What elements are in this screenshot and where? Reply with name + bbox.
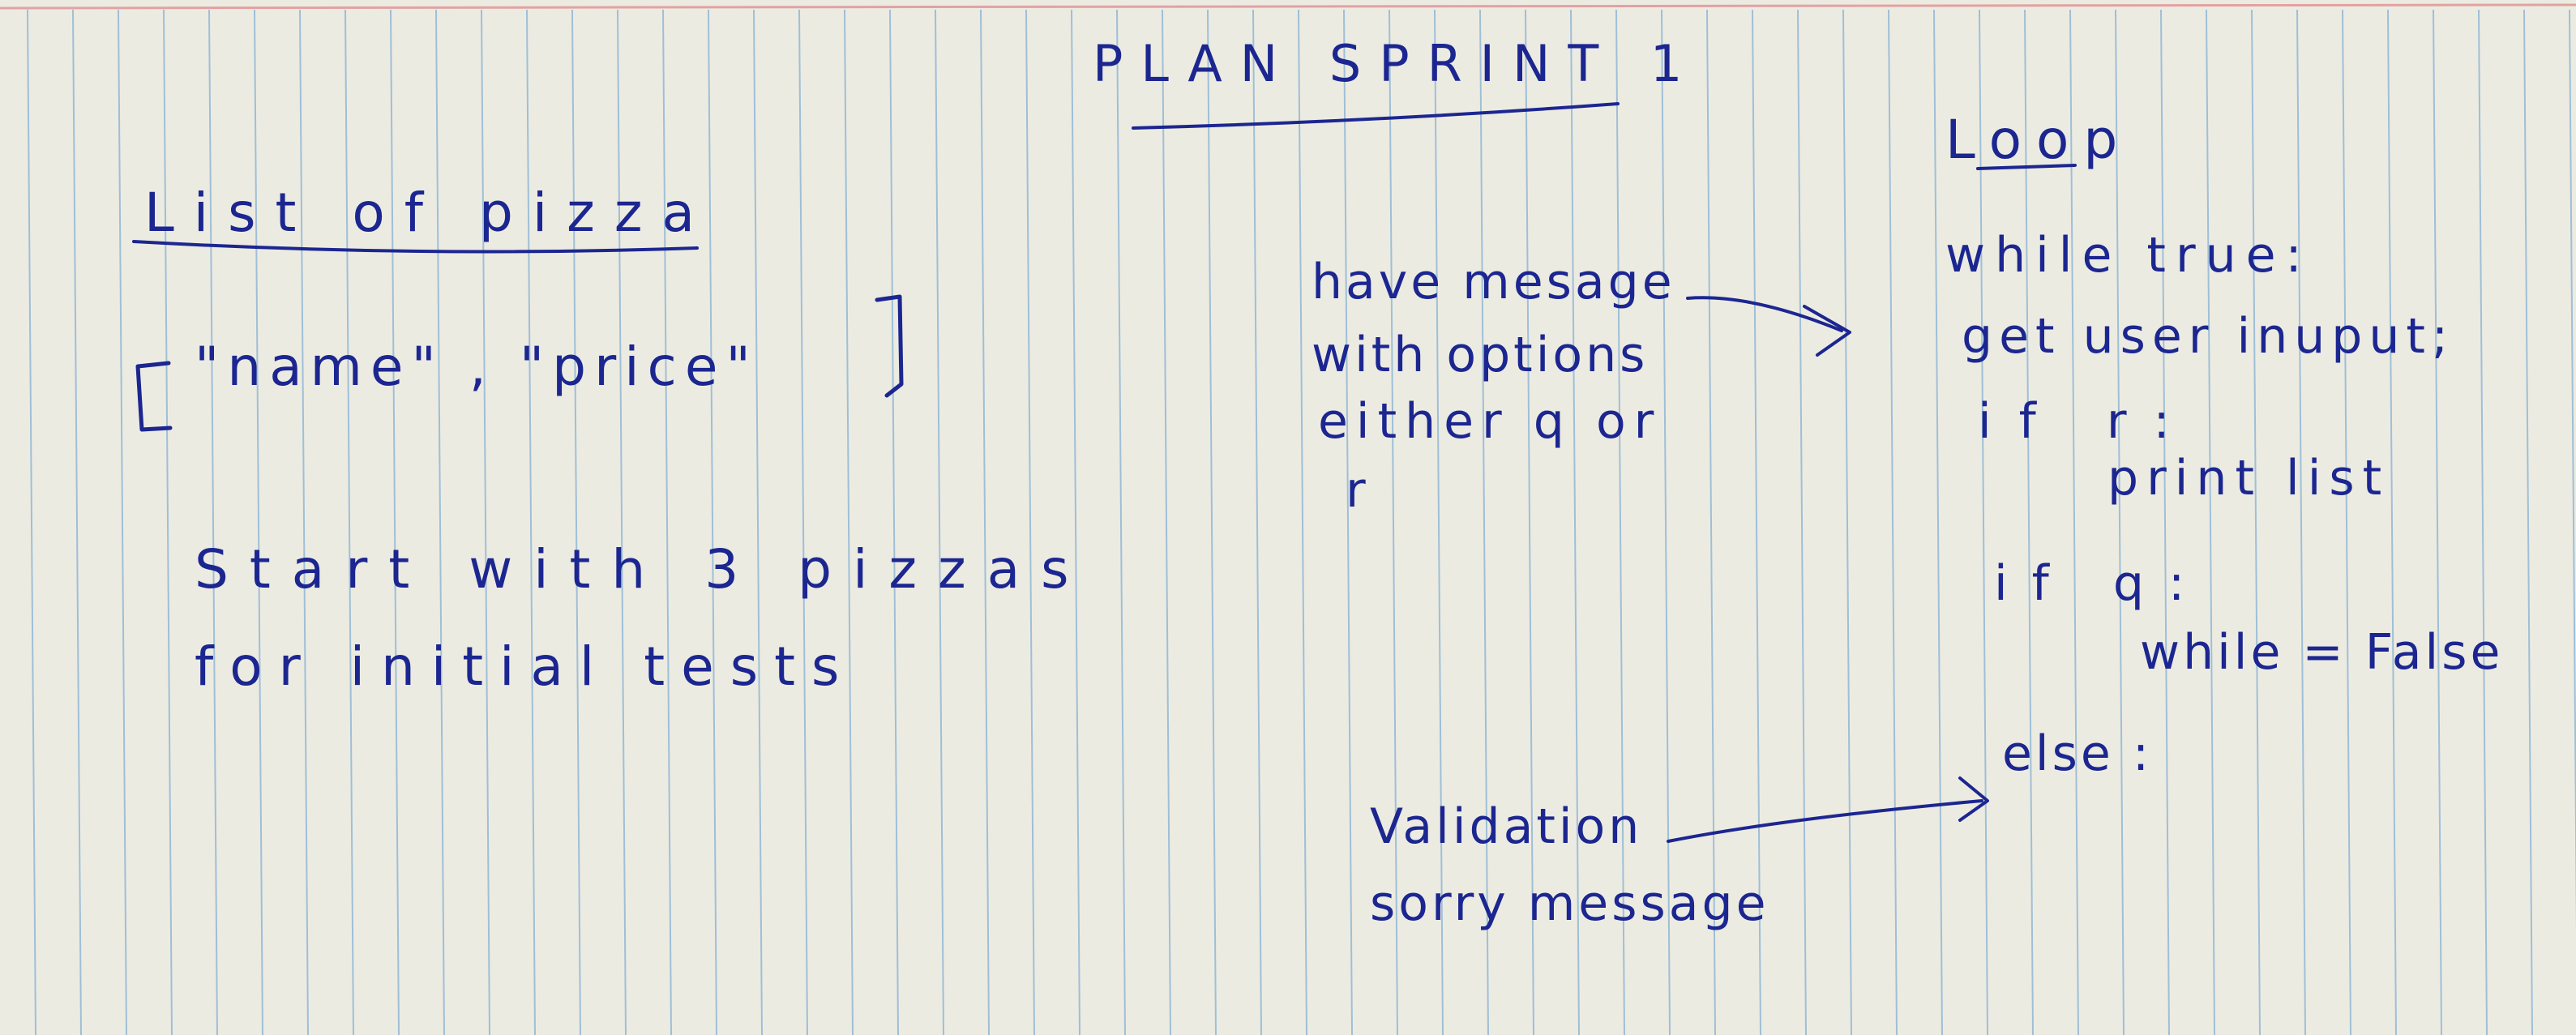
ruled-line	[2342, 9, 2351, 1035]
ruled-line	[1343, 9, 1353, 1035]
right-bracket	[875, 294, 904, 398]
message-line-4: r	[1346, 462, 1369, 519]
ruled-line	[2296, 9, 2306, 1035]
validation-to-else-arrow	[1667, 799, 1983, 843]
message-line-2: with options	[1312, 327, 1649, 383]
loop-line: get user inuput;	[1962, 308, 2455, 365]
ruled-line	[1797, 9, 1807, 1035]
ruled-line	[2115, 9, 2125, 1035]
ruled-line	[2024, 9, 2034, 1035]
ruled-line	[344, 9, 354, 1035]
ruled-line	[1979, 9, 1988, 1035]
ruled-line	[2206, 9, 2215, 1035]
ruled-line	[662, 9, 672, 1035]
ruled-line	[1706, 9, 1716, 1035]
ruled-line	[1071, 9, 1080, 1035]
validation-to-else-arrowhead	[1958, 776, 1989, 822]
ruled-line	[617, 9, 627, 1035]
ruled-line	[1570, 9, 1580, 1035]
ruled-line	[708, 9, 717, 1035]
ruled-line	[2433, 9, 2442, 1035]
list-heading: List of pizza	[144, 182, 714, 244]
ruled-line	[571, 9, 581, 1035]
loop-line: else :	[2002, 725, 2153, 782]
loop-line: while = False	[2140, 624, 2504, 681]
ruled-line	[889, 9, 899, 1035]
ruled-line	[72, 9, 82, 1035]
ruled-line	[2069, 9, 2079, 1035]
ruled-line	[2251, 9, 2261, 1035]
ruled-line	[390, 9, 400, 1035]
ruled-lines	[27, 9, 2576, 1035]
ruled-line	[254, 9, 263, 1035]
ruled-line	[2478, 9, 2488, 1035]
ruled-line	[798, 9, 808, 1035]
note-line-1: Start with 3 pizzas	[195, 538, 1090, 601]
loop-heading-underline	[1976, 164, 2077, 170]
ruled-line	[1752, 9, 1761, 1035]
ruled-line	[2160, 9, 2170, 1035]
ruled-line	[118, 9, 127, 1035]
ruled-line	[753, 9, 763, 1035]
validation-line-2: sorry message	[1370, 875, 1769, 932]
left-bracket	[135, 361, 173, 432]
ruled-line	[2523, 9, 2533, 1035]
ruled-line	[1207, 9, 1217, 1035]
ruled-line	[1933, 9, 1943, 1035]
ruled-line	[2569, 9, 2576, 933]
top-margin-line	[0, 3, 2576, 10]
ruled-line	[1615, 9, 1625, 1035]
ruled-line	[844, 9, 854, 1035]
ruled-line	[1434, 9, 1444, 1035]
ruled-line	[299, 9, 309, 1035]
ruled-line	[1025, 9, 1035, 1035]
ruled-line	[1162, 9, 1171, 1035]
title-underline	[1132, 102, 1620, 130]
ruled-line	[1479, 9, 1489, 1035]
ruled-line	[1298, 9, 1307, 1035]
validation-line-1: Validation	[1370, 798, 1643, 855]
ruled-line	[1252, 9, 1262, 1035]
message-line-3: either q or	[1318, 393, 1662, 450]
ruled-line	[435, 9, 445, 1035]
loop-line: print list	[2107, 450, 2390, 507]
page-title: PLAN SPRINT 1	[1093, 34, 1701, 93]
ruled-line	[163, 9, 173, 1035]
ruled-line	[980, 9, 990, 1035]
ruled-line	[526, 9, 536, 1035]
loop-line: while true:	[1945, 227, 2312, 284]
list-heading-underline	[132, 240, 699, 254]
message-to-loop-arrowhead	[1803, 305, 1851, 357]
ruled-line	[208, 9, 218, 1035]
loop-heading: Loop	[1945, 109, 2133, 171]
loop-line: if r:	[1978, 393, 2197, 450]
loop-line: if q:	[1994, 555, 2210, 612]
ruled-line	[1389, 9, 1398, 1035]
ruled-line	[2387, 9, 2397, 1035]
ruled-line	[935, 9, 944, 1035]
ruled-line	[1525, 9, 1534, 1035]
message-to-loop-arrow	[1686, 296, 1843, 332]
ruled-line	[1661, 9, 1671, 1035]
note-line-2: for initial tests	[195, 635, 856, 698]
ruled-line	[1842, 9, 1852, 1035]
ruled-line	[1116, 9, 1126, 1035]
array-literal: "name" , "price"	[195, 336, 759, 398]
ruled-line	[1888, 9, 1898, 1035]
ruled-line	[481, 9, 490, 1035]
ruled-line	[27, 9, 36, 1035]
message-line-1: have mesage	[1312, 254, 1675, 310]
